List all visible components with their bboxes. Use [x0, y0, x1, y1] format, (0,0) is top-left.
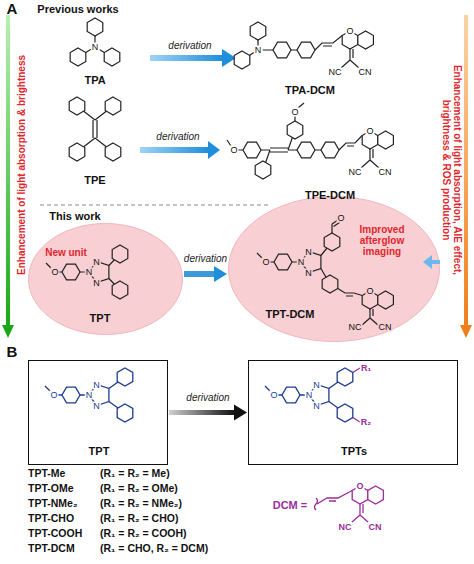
compound-list-item: (R₁ = R₂ = COOH) — [100, 528, 187, 540]
atom-label: O — [49, 391, 58, 400]
tpa-structure — [70, 18, 120, 66]
compound-list-item: (R₁ = R₂ = OMe) — [100, 483, 178, 495]
compound-list-item: (R₁ = CHO, R₂ = DCM) — [100, 543, 208, 555]
dcm-structure — [315, 486, 384, 522]
compound-name: TPE — [84, 174, 105, 186]
atom-label: NC — [338, 523, 353, 532]
tpe-structure — [69, 97, 121, 161]
tpts-structure — [265, 368, 360, 422]
atom-label: O — [355, 482, 364, 491]
derivation-arrow — [169, 405, 247, 421]
atom-label: N — [85, 391, 94, 400]
atom-label: N — [92, 401, 101, 410]
panel-letter: A — [7, 1, 18, 18]
atom-label: N — [92, 278, 101, 287]
compound-name: TPA — [84, 74, 105, 86]
compound-name: TPT — [89, 445, 110, 457]
compound-list-item: TPT-OMe — [28, 483, 74, 495]
atom-label: NC — [348, 168, 363, 177]
atom-label: O — [345, 27, 354, 36]
section-heading: Previous works — [37, 3, 118, 15]
panel-letter: B — [7, 344, 18, 361]
compound-list-item: (R₁ = R₂ = NMe₂) — [100, 498, 182, 510]
atom-label: N — [92, 380, 101, 389]
atom-label: N — [312, 380, 321, 389]
atom-label: N — [304, 268, 313, 277]
atom-label: N — [297, 258, 306, 267]
divider — [40, 205, 270, 206]
atom-label: NC — [348, 323, 363, 332]
tpt-structure-b — [45, 368, 133, 422]
tpe-dcm-structure — [227, 103, 393, 179]
atom-label: N — [304, 247, 313, 256]
atom-label: CN — [368, 523, 383, 532]
fragment-label: DCM = — [273, 499, 308, 511]
compound-list-item: (R₁ = R₂ = Me) — [100, 468, 170, 480]
atom-label: N — [92, 257, 101, 266]
tpa-dcm-structure — [234, 22, 373, 69]
atom-label: O — [365, 287, 374, 296]
highlight-text: New unit — [36, 247, 96, 258]
atom-label: O — [365, 127, 374, 136]
compound-list-item: TPT-Me — [28, 468, 65, 480]
arrow-label: derivation — [167, 40, 212, 51]
atom-label: O — [336, 214, 345, 223]
atom-label: R₁ — [360, 364, 372, 373]
compound-list-item: (R₁ = R₂ = CHO) — [100, 513, 178, 525]
atom-label: CN — [378, 323, 393, 332]
atom-label: O — [261, 258, 270, 267]
compound-name: TPT — [90, 312, 111, 324]
ellipse-outline — [228, 196, 440, 342]
highlight-ellipse: Improved afterglow imagingTPT-DCM — [228, 196, 440, 342]
section-heading: This work — [49, 210, 100, 222]
compound-name: TPTs — [341, 445, 367, 457]
atom-label: N — [91, 43, 100, 52]
compound-name: TPT-DCM — [266, 308, 315, 320]
atom-label: O — [290, 108, 299, 117]
tpt-structure — [46, 245, 128, 299]
structure-box: TPT — [28, 360, 168, 465]
pointer-arrow — [423, 255, 440, 269]
atom-label: O — [50, 268, 59, 277]
compound-list-item: TPT-CHO — [28, 513, 74, 525]
atom-label: N — [305, 391, 314, 400]
trend-label: Enhancement of light absorption & bright… — [16, 55, 27, 275]
compound-list-item: TPT-NMe₂ — [28, 498, 78, 510]
compound-name: TPE-DCM — [305, 189, 355, 201]
atom-label: CN — [358, 68, 373, 77]
atom-label: N — [254, 46, 263, 55]
atom-label: R₂ — [360, 418, 373, 427]
trend-label: Enhancement of light absorption, AIE eff… — [441, 50, 463, 290]
atom-label: N — [85, 268, 94, 277]
highlight-text: Improved afterglow imaging — [354, 224, 410, 257]
compound-list-item: TPT-DCM — [28, 543, 75, 555]
arrow-label: derivation — [183, 253, 228, 264]
compound-name: TPA-DCM — [285, 84, 335, 96]
atom-label: N — [312, 401, 321, 410]
derivation-arrow — [184, 266, 227, 282]
atom-label: O — [229, 146, 238, 155]
side-arrow — [2, 15, 472, 338]
derivation-arrow — [140, 49, 236, 159]
compound-list-item: TPT-COOH — [28, 528, 82, 540]
atom-label: CN — [378, 168, 393, 177]
tpt-dcm-structure — [257, 220, 393, 325]
atom-label: NC — [328, 68, 343, 77]
atom-label: O — [269, 391, 278, 400]
arrow-label: derivation — [185, 391, 230, 402]
arrow-label: derivation — [155, 131, 200, 142]
